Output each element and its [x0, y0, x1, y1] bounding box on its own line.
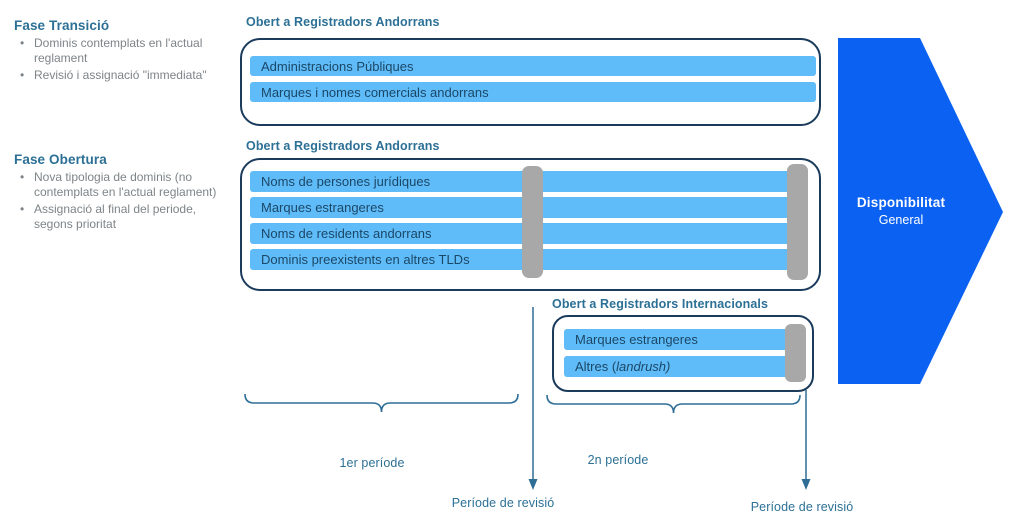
period1-brace	[244, 393, 519, 413]
group1-title: Obert a Registradors Andorrans	[246, 15, 440, 29]
group3-box: Marques estrangeres Altres (landrush)	[552, 315, 814, 392]
domain-category-bar: Altres (landrush)	[564, 356, 797, 377]
bar-label-prefix: Altres (	[575, 359, 617, 374]
review1-label: Període de revisió	[451, 496, 555, 510]
availability-label-line1: Disponibilitat	[856, 195, 946, 210]
phase-transicio-block: Fase Transició Dominis contemplats en l'…	[14, 18, 234, 85]
period2-label: 2n període	[587, 453, 649, 467]
domain-category-bar: Administracions Públiques	[250, 56, 816, 76]
phase-obertura-block: Fase Obertura Nova tipologia de dominis …	[14, 152, 234, 234]
phase-obertura-bullets: Nova tipologia de dominis (no contemplat…	[14, 170, 234, 232]
bullet-item: Revisió i assignació "immediata"	[20, 68, 234, 83]
bar-label-italic: landrush)	[616, 359, 671, 374]
period2-brace	[546, 394, 801, 414]
bullet-item: Assignació al final del periode, segons …	[20, 202, 234, 232]
bullet-item: Dominis contemplats en l'actual reglamen…	[20, 36, 234, 66]
domain-category-bar: Marques i nomes comercials andorrans	[250, 82, 816, 102]
availability-label: Disponibilitat General	[836, 194, 966, 229]
review2-label: Període de revisió	[750, 500, 854, 514]
group3-title: Obert a Registradors Internacionals	[552, 297, 769, 311]
group1-box: Administracions Públiques Marques i nome…	[240, 38, 821, 126]
group2-title: Obert a Registradors Andorrans	[246, 139, 440, 153]
review-arrow-2-head	[801, 479, 811, 490]
domain-category-bar: Marques estrangeres	[564, 329, 797, 350]
review-marker-bar	[787, 164, 808, 280]
review-marker-bar	[785, 324, 806, 382]
availability-label-line2: General	[878, 213, 924, 228]
phase-transicio-title: Fase Transició	[14, 18, 110, 33]
period1-label: 1er període	[339, 456, 405, 470]
review-arrow-1-head	[528, 479, 538, 490]
bullet-item: Nova tipologia de dominis (no contemplat…	[20, 170, 234, 200]
availability-arrow	[838, 38, 1003, 384]
phase-obertura-title: Fase Obertura	[14, 152, 107, 167]
phase-transicio-bullets: Dominis contemplats en l'actual reglamen…	[14, 36, 234, 83]
availability-arrow-shape	[838, 38, 1003, 384]
review-marker-bar	[522, 166, 543, 278]
